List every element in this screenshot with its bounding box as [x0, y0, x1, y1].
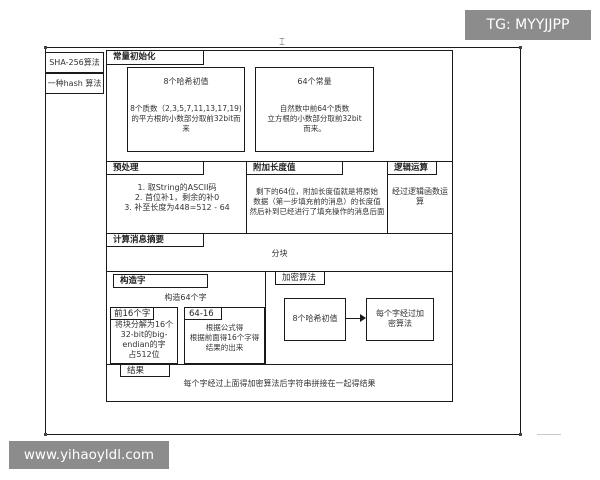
- logic-ops-line2: 算: [416, 197, 424, 206]
- encrypt-hash-init-box: 8个哈希初值: [284, 298, 346, 341]
- divider: [106, 233, 453, 234]
- divider: [246, 161, 247, 233]
- encrypt-result-box: 每个字经过加 密算法: [366, 298, 434, 341]
- append-length-line2: 数据（第一步填充前的消息）的长度值: [253, 197, 381, 206]
- w64-16-box: [184, 307, 265, 364]
- append-length-header: 附加长度值: [246, 161, 343, 175]
- corner-dot: [44, 433, 47, 436]
- watermark-bottom-left: www.yihaoyldl.com: [9, 441, 169, 469]
- outer-frame: [45, 47, 521, 435]
- preprocess-line2: 2. 首位补1，剩余的补0: [134, 193, 220, 202]
- corner-dot: [519, 46, 522, 49]
- append-length-line1: 剩下的64位，附加长度值就是将原始: [255, 187, 379, 196]
- first16-line2: 32-bit的big-: [120, 330, 168, 339]
- encrypt-header: 加密算法: [275, 271, 325, 285]
- hash-init-box: 8个哈希初值 8个质数（2,3,5,7,11,13,17,19) 的平方根的小数…: [127, 67, 245, 152]
- tiny-mark: [537, 434, 561, 435]
- digest-text: 分块: [271, 249, 288, 258]
- k-constants-line2: 立方根的小数部分取前32bit: [267, 114, 362, 123]
- sidebar-title: SHA-256算法: [49, 58, 100, 67]
- w64-16-line3: 结果的出来: [205, 343, 244, 352]
- constants-init-header: 常量初始化: [106, 50, 204, 65]
- preprocess-line1: 1. 取String的ASCII码: [137, 183, 217, 192]
- encrypt-result-line2: 密算法: [388, 319, 412, 328]
- k-constants-line3: 而来。: [303, 124, 326, 133]
- w64-16-header: 64-16: [184, 307, 222, 320]
- hash-init-title: 8个哈希初值: [163, 77, 209, 86]
- preprocess-header: 预处理: [106, 161, 204, 175]
- divider: [106, 364, 453, 365]
- sidebar-subtitle-box: 一种hash 算法: [45, 73, 104, 94]
- encrypt-arrow-line: [346, 318, 362, 319]
- logic-ops-line1: 经过逻辑函数运: [392, 187, 448, 196]
- watermark-top-right: TG: MYYJJPP: [465, 10, 591, 40]
- digest-header: 计算消息摘要: [106, 233, 204, 247]
- arrow-right-icon: [360, 314, 366, 322]
- first16-header: 前16个字: [110, 307, 154, 320]
- first16-line4: 占512位: [128, 350, 160, 359]
- k-constants-box: 64个常量 自然数中前64个质数 立方根的小数部分取前32bit 而来。: [255, 67, 374, 152]
- divider: [387, 161, 388, 233]
- first16-line3: endian的字: [122, 340, 166, 349]
- result-text: 每个字经过上面得加密算法后字符串拼接在一起得结果: [183, 379, 376, 388]
- preprocess-line3: 3. 补至长度为448=512 - 64: [124, 203, 230, 212]
- frame-anchor-icon: ⌶: [279, 37, 285, 48]
- corner-dot: [519, 433, 522, 436]
- sidebar-subtitle: 一种hash 算法: [47, 79, 102, 88]
- hash-init-line2: 的平方根的小数部分取前32bit而: [131, 114, 241, 123]
- hash-init-line3: 来: [182, 124, 190, 133]
- hash-init-line1: 8个质数（2,3,5,7,11,13,17,19): [130, 104, 242, 113]
- first16-line1: 将块分解为16个: [114, 320, 174, 329]
- logic-ops-header: 逻辑运算: [387, 161, 437, 175]
- k-constants-line1: 自然数中前64个质数: [279, 104, 350, 113]
- append-length-line3: 然后补到已经进行了填充操作的消息后面: [249, 207, 385, 216]
- k-constants-title: 64个常量: [297, 77, 332, 86]
- divider: [265, 271, 266, 364]
- corner-dot: [44, 46, 47, 49]
- sidebar-title-box: SHA-256算法: [45, 52, 104, 73]
- encrypt-hash-init-label: 8个哈希初值: [292, 314, 338, 323]
- encrypt-result-line1: 每个字经过加: [376, 309, 424, 318]
- construct-words-text: 构造64个字: [164, 293, 207, 302]
- w64-16-line2: 根据前面得16个字得: [189, 333, 260, 342]
- main-container: [106, 50, 453, 402]
- result-header: 结果: [120, 364, 170, 377]
- w64-16-line1: 根据公式得: [205, 323, 244, 332]
- construct-words-header: 构造字: [113, 274, 208, 288]
